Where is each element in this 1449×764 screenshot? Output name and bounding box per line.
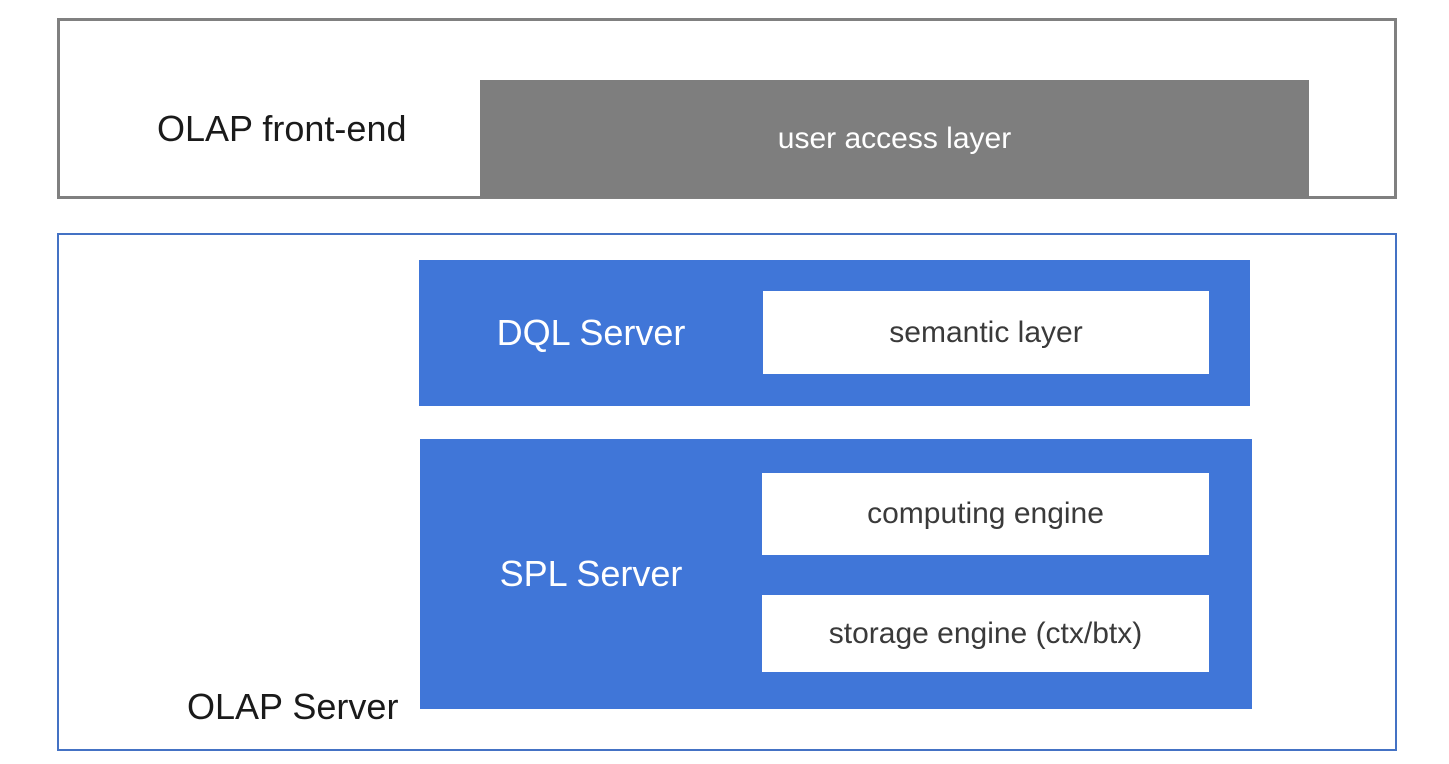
spl-server-label: SPL Server [499,553,683,594]
semantic-layer-box: semantic layer [763,291,1209,374]
spl-server-box: SPL Server computing engine storage engi… [420,439,1252,709]
olap-frontend-container: OLAP front-end user access layer [57,18,1397,199]
dql-server-box: DQL Server semantic layer [419,260,1250,406]
olap-frontend-label: OLAP front-end [157,108,407,149]
dql-server-label: DQL Server [496,312,686,353]
user-access-layer-box: user access layer [480,80,1309,198]
storage-engine-box: storage engine (ctx/btx) [762,595,1209,672]
olap-server-label: OLAP Server [187,686,399,727]
computing-engine-box: computing engine [762,473,1209,555]
